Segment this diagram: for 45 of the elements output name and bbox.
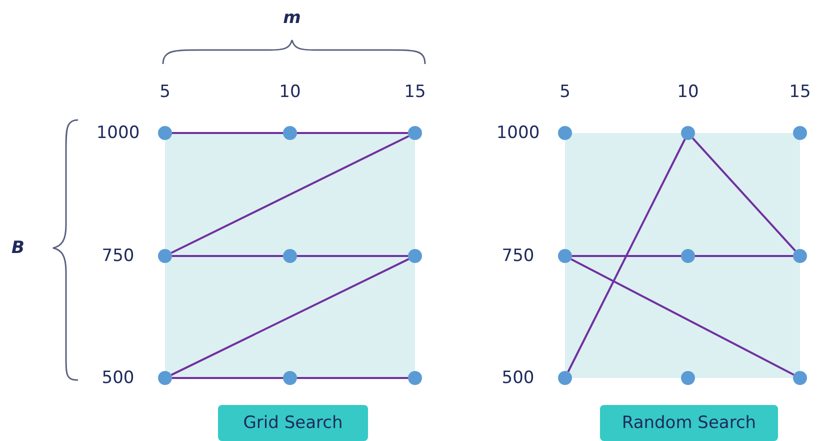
tick-label: 750 bbox=[502, 246, 534, 266]
connector-line bbox=[570, 258, 794, 376]
connector-line bbox=[172, 132, 283, 134]
method-label: Grid Search bbox=[218, 405, 368, 441]
tick-label: 500 bbox=[102, 368, 134, 388]
tick-label: 500 bbox=[502, 368, 534, 388]
tick-label: 10 bbox=[677, 82, 699, 102]
tick-label: 750 bbox=[102, 246, 134, 266]
data-point bbox=[283, 126, 297, 140]
tick-label: 15 bbox=[789, 82, 811, 102]
data-point bbox=[681, 371, 695, 385]
data-point bbox=[793, 126, 807, 140]
data-point bbox=[158, 371, 172, 385]
tick-label: 1000 bbox=[496, 123, 540, 143]
tick-label: 5 bbox=[560, 82, 570, 102]
connector-line bbox=[170, 135, 410, 254]
data-point bbox=[558, 371, 572, 385]
connector-line bbox=[172, 377, 283, 379]
data-point bbox=[558, 249, 572, 263]
connector-line bbox=[297, 132, 408, 134]
data-point bbox=[158, 126, 172, 140]
data-point bbox=[408, 126, 422, 140]
connector-line bbox=[297, 255, 408, 257]
data-point bbox=[793, 371, 807, 385]
data-point bbox=[681, 126, 695, 140]
tick-label: 15 bbox=[404, 82, 426, 102]
data-point bbox=[408, 249, 422, 263]
method-label: Random Search bbox=[600, 405, 778, 441]
data-point bbox=[283, 371, 297, 385]
connector-line bbox=[692, 138, 796, 252]
connector-line bbox=[567, 138, 686, 372]
tick-label: 5 bbox=[160, 82, 170, 102]
connector-line bbox=[172, 255, 283, 257]
connector-line bbox=[695, 255, 793, 257]
param-symbol: B bbox=[12, 238, 24, 258]
data-point bbox=[408, 371, 422, 385]
tick-label: 1000 bbox=[96, 123, 140, 143]
connector-line bbox=[572, 255, 681, 257]
param-symbol: m bbox=[283, 8, 301, 28]
connector-line bbox=[170, 258, 410, 376]
connector-line bbox=[297, 377, 408, 379]
tick-label: 10 bbox=[279, 82, 301, 102]
data-point bbox=[158, 249, 172, 263]
data-point bbox=[558, 126, 572, 140]
data-point bbox=[793, 249, 807, 263]
